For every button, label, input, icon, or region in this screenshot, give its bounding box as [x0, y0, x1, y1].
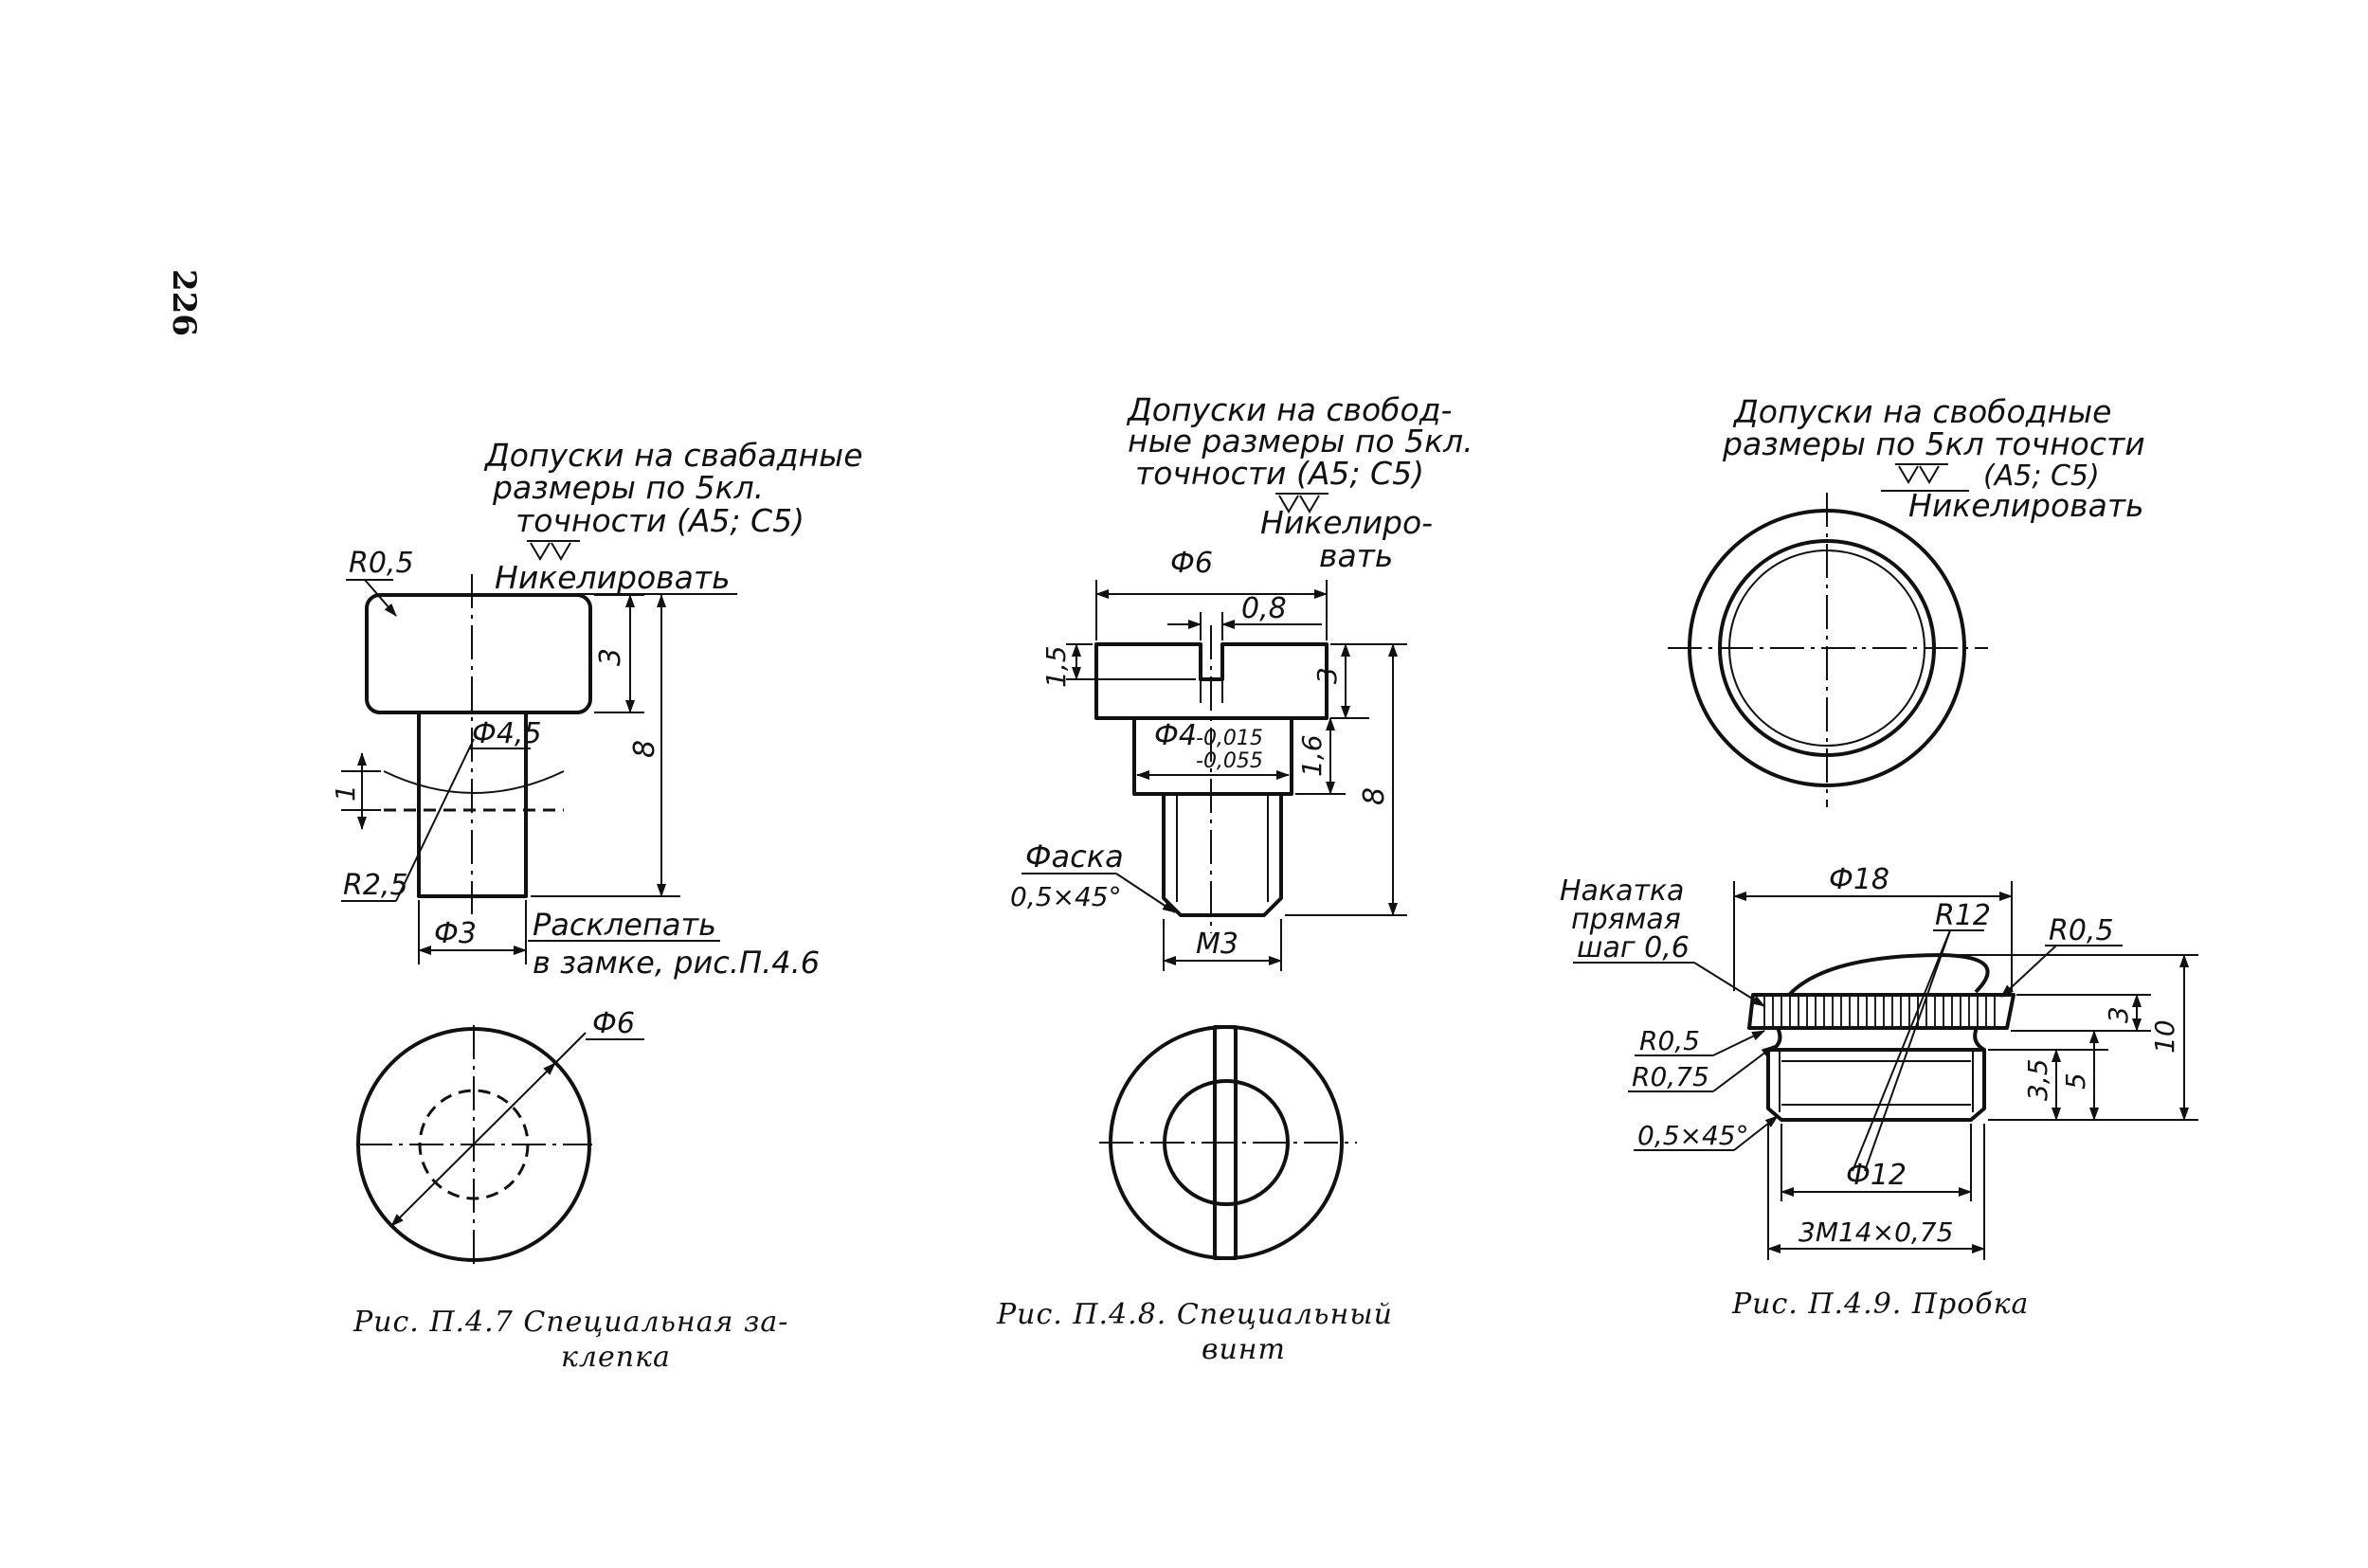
fig2-tol-lower: -0,055 [1196, 749, 1263, 773]
fig2-chamfer-line2: 0,5×45° [1010, 881, 1122, 912]
figure-rivet: Допуски на свабадные размеры по 5кл. точ… [330, 437, 863, 1374]
fig3-r075-label: R0,75 [1632, 1061, 1709, 1092]
fig1-surface-finish-icon [527, 540, 580, 561]
fig1-r05-label: R0,5 [349, 547, 414, 580]
fig1-note-line3: точности (A5; C5) [515, 502, 804, 539]
fig2-h16-label: 1,6 [1296, 734, 1328, 777]
screw-collar [1132, 716, 1293, 796]
screw-thread [1162, 794, 1283, 917]
fig3-chamfer-label: 0,5×45° [1637, 1120, 1749, 1151]
fig2-finish-line1: Никелиро- [1260, 504, 1433, 541]
fig1-caption-line2: клепка [561, 1341, 671, 1374]
fig2-note-line3: точности (A5; C5) [1135, 455, 1424, 492]
fig3-note-line1: Допуски на свободные [1732, 393, 2111, 430]
fig2-note-line2: ные размеры по 5кл. [1128, 423, 1473, 460]
fig1-caption-line1: Рис. П.4.7 Специальная за- [352, 1306, 788, 1339]
fig3-knurl-line2: прямая [1571, 903, 1681, 936]
fig3-m14-label: 3M14×0,75 [1799, 1217, 1953, 1248]
fig2-tol-upper: -0,015 [1196, 727, 1263, 750]
plug-knurled-band [1747, 993, 2016, 1030]
rivet-head [365, 593, 592, 714]
fig2-d4-label: Ф4 [1154, 719, 1197, 752]
fig3-knurl-line1: Накатка [1560, 874, 1684, 908]
fig1-d45-label: Ф4,5 [472, 717, 542, 750]
fig3-r12-label: R12 [1935, 899, 1991, 932]
fig3-h5-label: 5 [2060, 1072, 2091, 1090]
fig3-r05-left: R0,5 [1639, 1025, 1700, 1056]
fig2-finish-line2: вать [1319, 537, 1393, 574]
fig3-surface-finish-icon [1895, 463, 1948, 484]
fig1-h3-label: 3 [594, 648, 627, 666]
page-number: 226 [165, 269, 203, 336]
fig3-d12-label: Ф12 [1846, 1159, 1907, 1192]
fig3-finish-note: Никелировать [1908, 487, 2144, 524]
fig2-s08-label: 0,8 [1241, 592, 1287, 625]
fig3-h3-label: 3 [2103, 1006, 2134, 1023]
fig2-chamfer-line1: Фаска [1025, 838, 1124, 874]
fig1-r25-label: R2,5 [343, 869, 408, 902]
figure-screw: Допуски на свобод- ные размеры по 5кл. т… [996, 391, 1473, 1366]
fig3-d18-label: Ф18 [1829, 863, 1889, 896]
fig2-caption-line2: винт [1202, 1333, 1286, 1366]
fig2-h8-label: 8 [1358, 787, 1391, 805]
fig1-d3-label: Ф3 [434, 917, 477, 950]
fig1-d6-label: Ф6 [592, 1007, 635, 1040]
fig3-h10-label: 10 [2149, 1019, 2180, 1054]
plug-threaded-body [1766, 1048, 1986, 1122]
fig2-h3-label: 3 [1311, 667, 1343, 684]
fig1-rivet-note-line2: в замке, рис.П.4.6 [533, 945, 820, 981]
fig1-note-line1: Допуски на свабадные [483, 437, 863, 474]
fig2-h15-label: 1,5 [1040, 645, 1072, 688]
fig3-h35-label: 3,5 [2022, 1058, 2053, 1101]
fig2-d6-label: Ф6 [1170, 547, 1213, 580]
fig1-h1-label: 1 [330, 784, 361, 802]
fig2-surface-finish-icon [1275, 493, 1329, 514]
knurl-hatching [1763, 997, 1996, 1026]
fig3-note-line2: размеры по 5кл точности [1722, 425, 2145, 462]
fig2-m3-label: M3 [1196, 928, 1238, 961]
fig3-caption: Рис. П.4.9. Пробка [1731, 1288, 2029, 1321]
fig3-r05-right: R0,5 [2049, 914, 2114, 947]
fig1-note-line2: размеры по 5кл. [492, 469, 764, 506]
fig2-caption-line1: Рис. П.4.8. Специальный [996, 1298, 1393, 1331]
plug-dome [1787, 953, 1990, 997]
fig1-rivet-note-line1: Расклепать [533, 907, 716, 943]
fig2-note-line1: Допуски на свобод- [1126, 391, 1452, 428]
fig3-note-line3: (A5; C5) [1983, 460, 2100, 493]
fig1-h8-label: 8 [628, 740, 661, 758]
figure-plug: Допуски на свободные размеры по 5кл точн… [1560, 393, 2198, 1321]
fig1-finish-note: Никелировать [495, 559, 731, 596]
fig3-knurl-line3: шаг 0,6 [1577, 931, 1690, 964]
